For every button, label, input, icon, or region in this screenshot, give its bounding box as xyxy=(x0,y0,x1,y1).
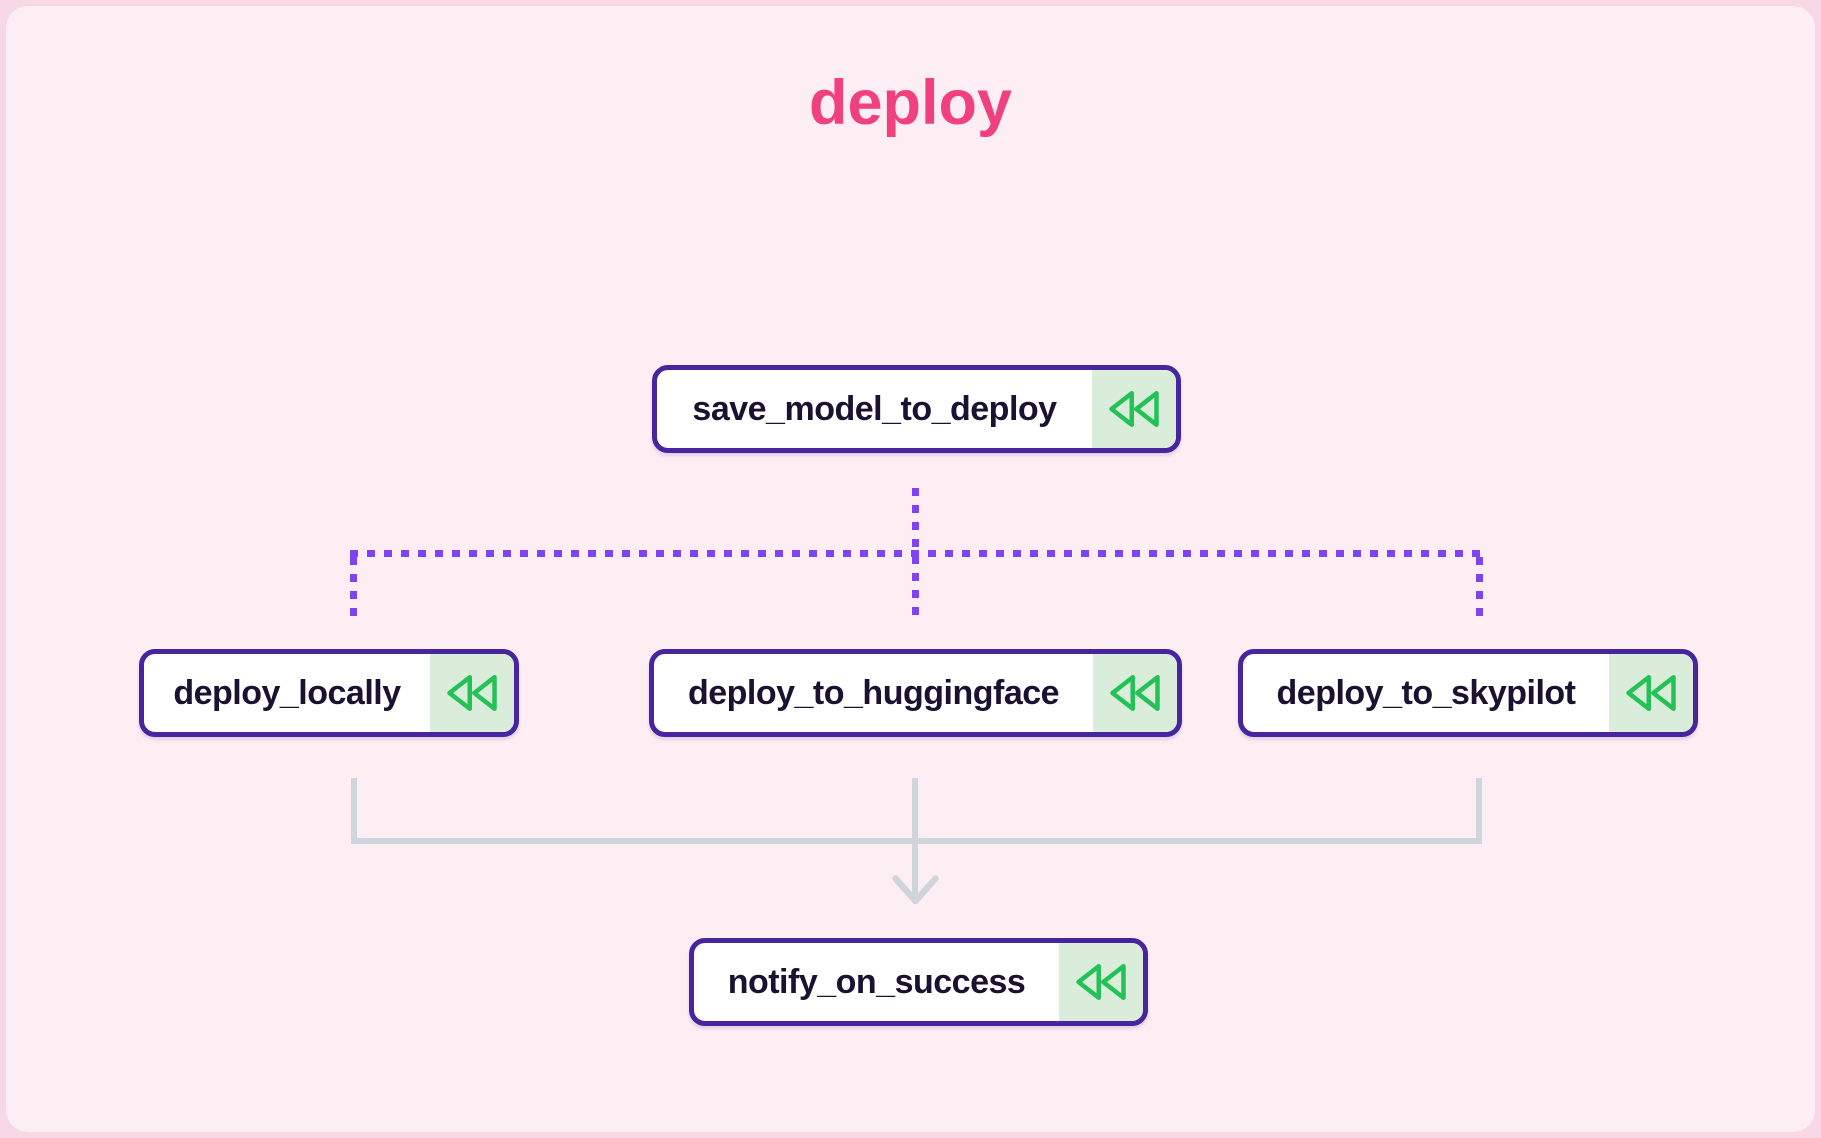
task-label: deploy_to_skypilot xyxy=(1276,673,1576,712)
edge-to-notify xyxy=(912,778,918,896)
task-node-notify_on_success[interactable]: notify_on_success xyxy=(689,938,1148,1026)
rewind-icon-badge xyxy=(1092,370,1176,448)
flow-title: deploy xyxy=(808,68,1013,138)
rewind-icon xyxy=(1109,391,1159,427)
arrowhead-icon xyxy=(892,875,939,905)
edge-drop-to-locally xyxy=(350,557,357,617)
task-node-deploy_locally[interactable]: deploy_locally xyxy=(139,649,519,737)
edge-locally-down xyxy=(351,778,357,842)
edge-drop-to-skypilot xyxy=(1476,557,1483,617)
edge-skypilot-down xyxy=(1476,778,1482,842)
task-label: notify_on_success xyxy=(727,962,1026,1001)
rewind-icon xyxy=(1076,964,1126,1000)
task-node-save_model_to_deploy[interactable]: save_model_to_deploy xyxy=(652,365,1181,453)
flow-canvas: deploy save_model_to_deploy deploy_local… xyxy=(6,6,1815,1132)
rewind-icon-badge xyxy=(1609,654,1693,732)
rewind-icon-badge xyxy=(1093,654,1177,732)
edge-fanout-horizontal xyxy=(350,550,1483,557)
rewind-icon xyxy=(1626,675,1676,711)
rewind-icon xyxy=(447,675,497,711)
task-label: deploy_locally xyxy=(173,673,401,712)
task-node-deploy_to_huggingface[interactable]: deploy_to_huggingface xyxy=(649,649,1182,737)
rewind-icon-badge xyxy=(430,654,514,732)
rewind-icon-badge xyxy=(1059,943,1143,1021)
task-label: deploy_to_huggingface xyxy=(687,673,1060,712)
task-node-deploy_to_skypilot[interactable]: deploy_to_skypilot xyxy=(1238,649,1698,737)
rewind-icon xyxy=(1110,675,1160,711)
task-label: save_model_to_deploy xyxy=(692,389,1057,428)
